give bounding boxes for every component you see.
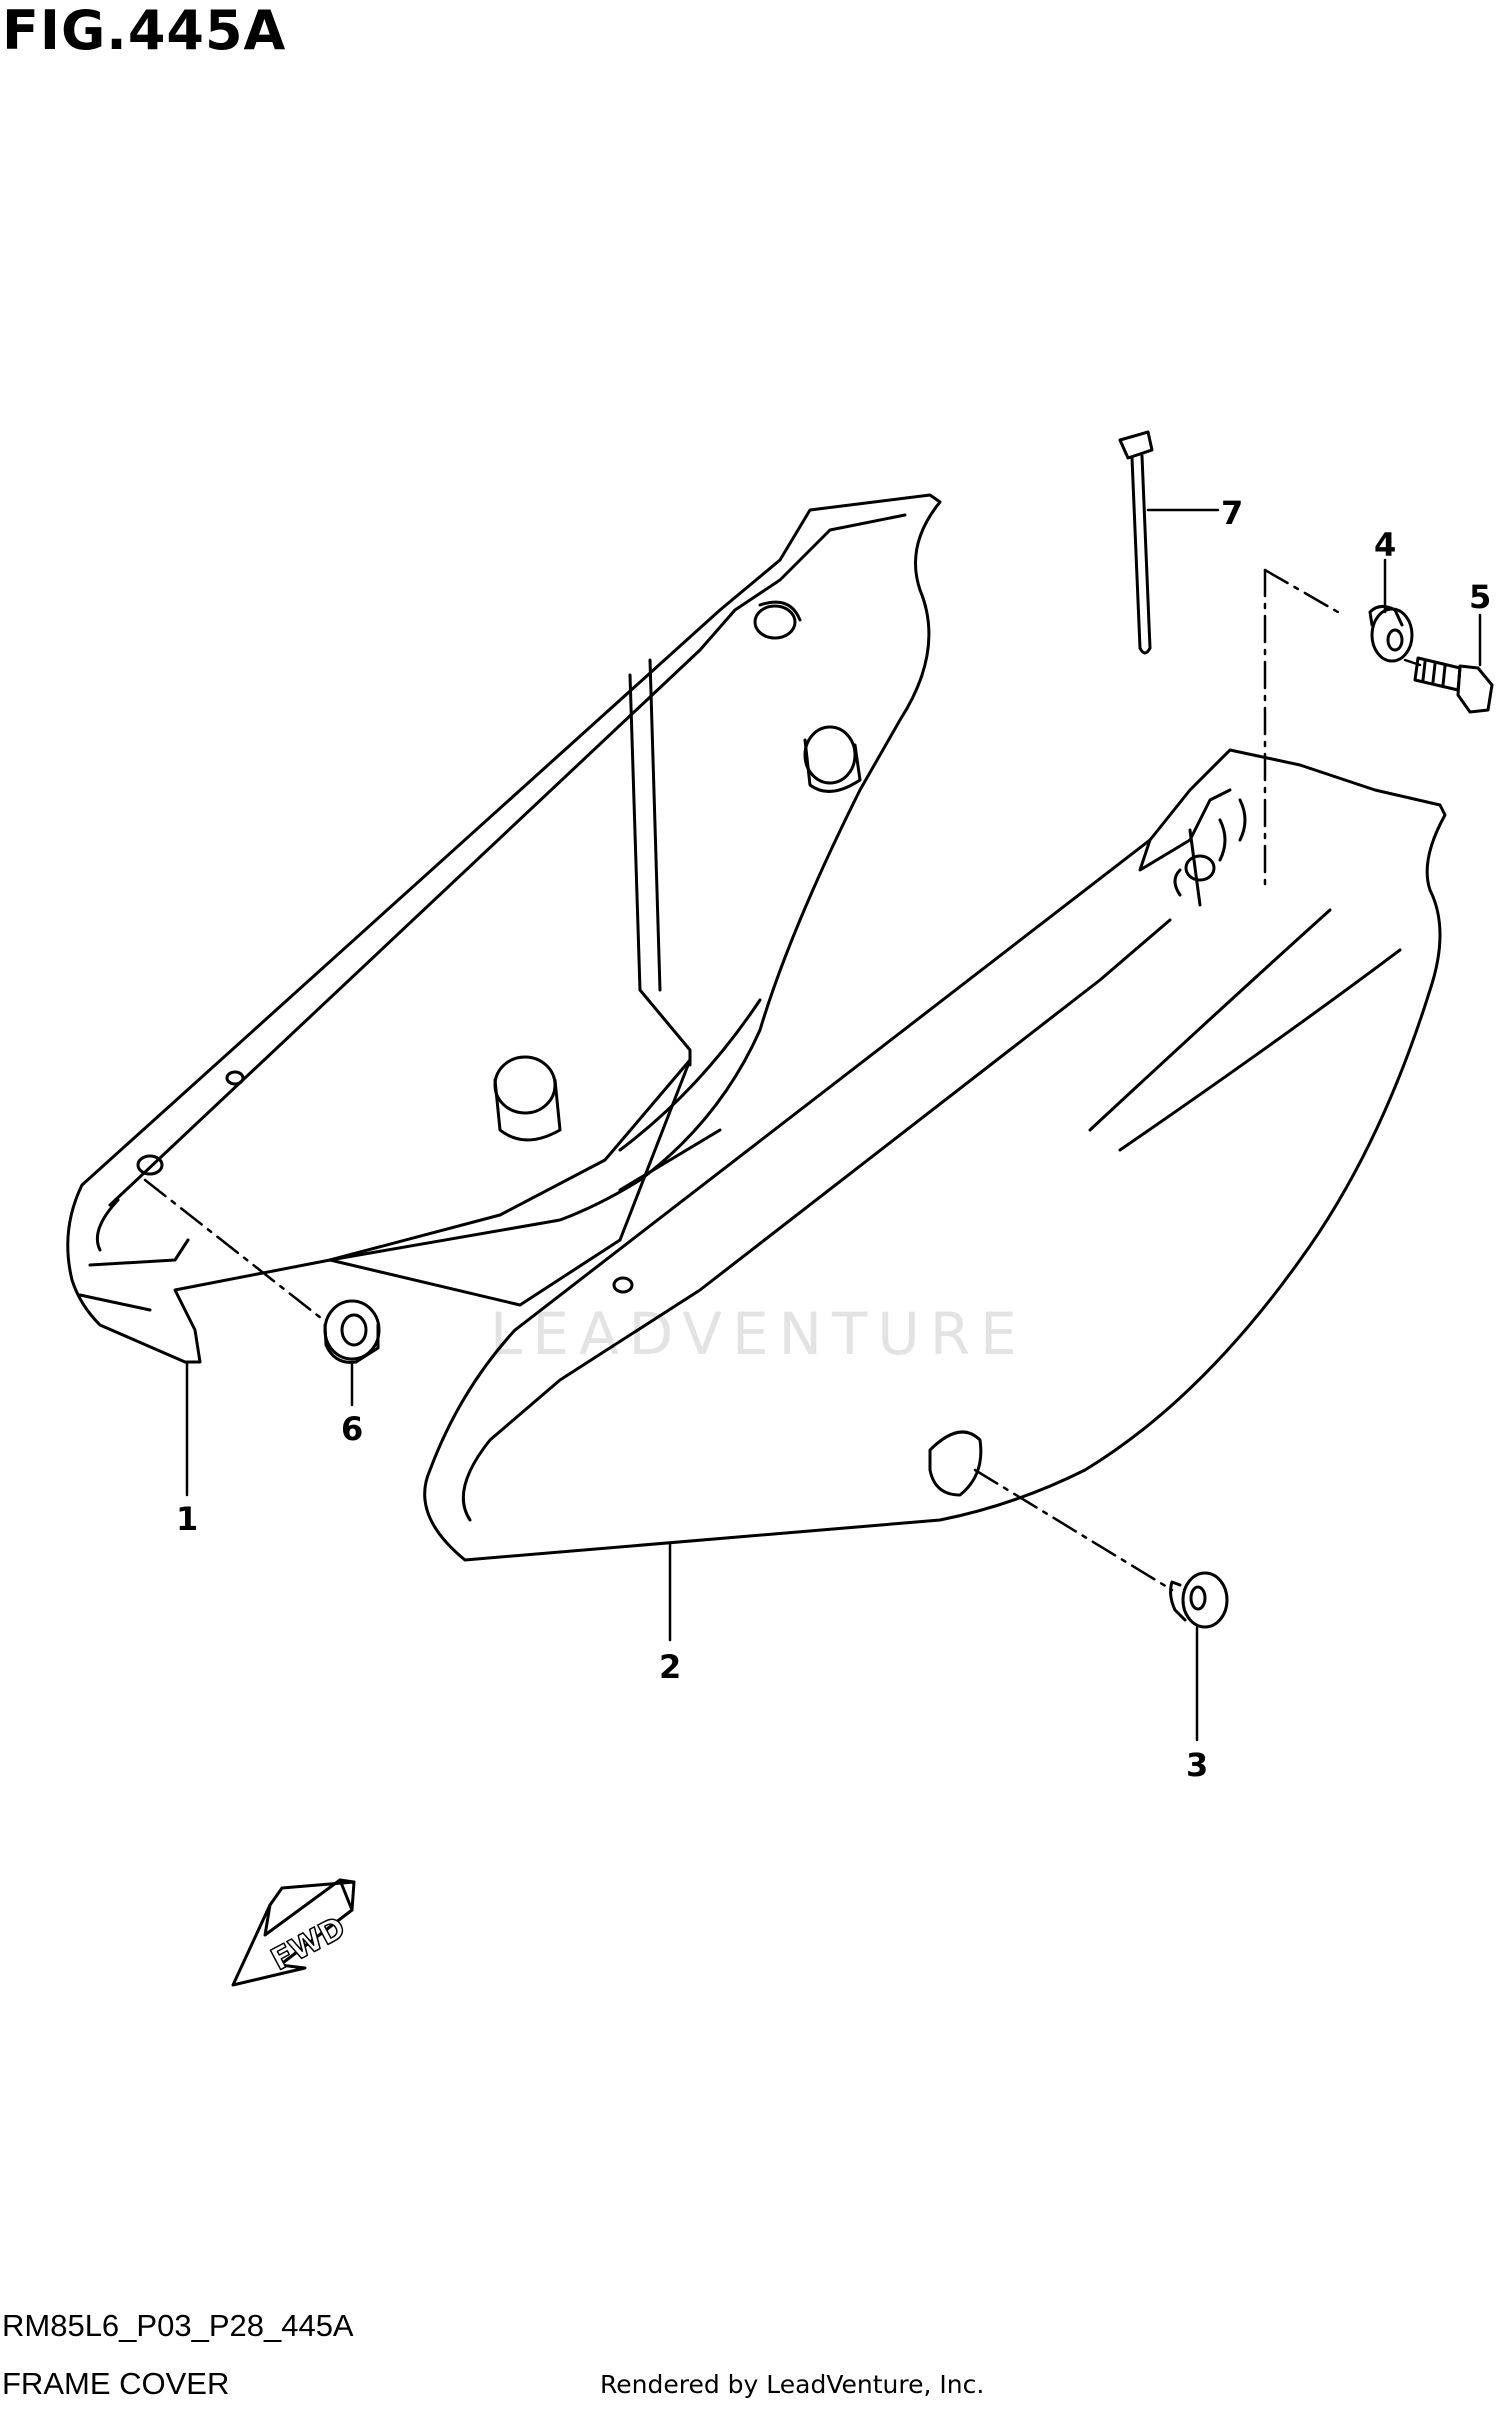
part-3-grommet[interactable] <box>1169 1571 1229 1629</box>
callout-3: 3 <box>1186 1746 1208 1784</box>
callout-4: 4 <box>1374 526 1396 564</box>
render-credit: Rendered by LeadVenture, Inc. <box>600 2370 985 2399</box>
part-1-left-frame-cover[interactable] <box>66 493 942 1364</box>
part-5-bolt[interactable] <box>1413 656 1494 714</box>
callout-5: 5 <box>1469 578 1491 616</box>
callout-6: 6 <box>341 1410 363 1448</box>
callout-1: 1 <box>176 1500 198 1538</box>
part-2-right-frame-cover[interactable] <box>423 748 1447 1562</box>
fwd-label: FWD <box>266 1910 352 1978</box>
callout-7: 7 <box>1221 494 1243 532</box>
part-7-cable-tie[interactable] <box>1118 430 1154 655</box>
diagram-code: RM85L6_P03_P28_445A <box>2 2308 354 2343</box>
figure-title: FIG.445A <box>2 0 287 62</box>
watermark-text: LEADVENTURE <box>490 1300 1027 1368</box>
part-4-grommet[interactable] <box>1368 605 1414 663</box>
assembly-lines <box>143 568 1422 1592</box>
leader-lines <box>185 508 1482 1742</box>
section-name: FRAME COVER <box>2 2366 230 2401</box>
part-6-grommet[interactable] <box>323 1299 381 1364</box>
callout-2: 2 <box>659 1648 681 1686</box>
fwd-arrow: FWD <box>231 1878 356 1987</box>
